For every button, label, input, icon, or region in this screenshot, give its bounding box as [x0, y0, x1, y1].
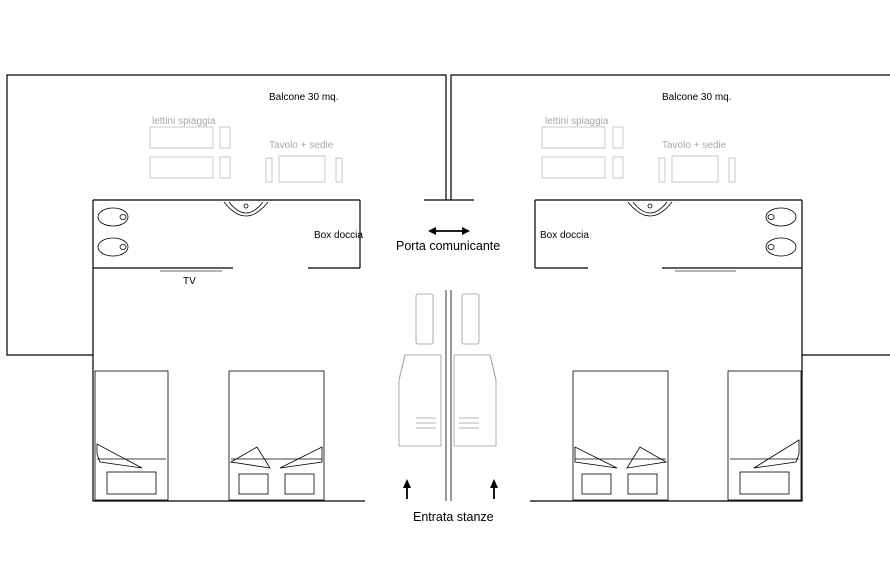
- left-balcony-outline: [6, 74, 447, 356]
- left-double-bed: [228, 370, 325, 501]
- right-table-label: Tavolo + sedie: [662, 140, 727, 151]
- connecting-door-label: Porta comunicante: [396, 239, 500, 253]
- right-room-outer-wall: [530, 200, 803, 502]
- room-entrance-label: Entrata stanze: [413, 510, 494, 524]
- right-table-chairs: Tavolo + sedie: [658, 140, 736, 183]
- right-bidet: [765, 207, 797, 227]
- connecting-door-arrow: [428, 227, 470, 235]
- right-balcony-outline: [450, 74, 890, 200]
- right-sink: [627, 201, 673, 217]
- left-table-label: Tavolo + sedie: [269, 140, 334, 151]
- left-balcony-label: Balcone 30 mq.: [269, 92, 339, 103]
- right-double-bed: [572, 370, 669, 501]
- entrance-arrow-left: [403, 479, 411, 499]
- left-wardrobe: [398, 293, 442, 447]
- right-single-bed: [727, 370, 802, 501]
- left-toilet: [97, 237, 129, 257]
- left-bidet: [97, 207, 129, 227]
- left-unit: Balcone 30 mq. lettini spiaggia Tavolo +…: [6, 74, 447, 502]
- left-room-outer-wall: [92, 200, 365, 502]
- right-toilet: [765, 237, 797, 257]
- right-shower-label: Box doccia: [540, 230, 589, 241]
- left-sink: [223, 201, 269, 217]
- left-sunbeds-label: lettini spiaggia: [152, 116, 216, 127]
- right-wardrobe: [453, 293, 497, 447]
- right-balcony-label: Balcone 30 mq.: [662, 92, 732, 103]
- right-sunbeds: lettini spiaggia: [541, 116, 624, 179]
- left-tv-label: TV: [183, 276, 196, 287]
- left-single-bed: [94, 370, 169, 501]
- left-table-chairs: Tavolo + sedie: [265, 140, 343, 183]
- left-shower-label: Box doccia: [314, 230, 363, 241]
- entrance-arrow-right: [490, 479, 498, 499]
- right-sunbeds-label: lettini spiaggia: [545, 116, 609, 127]
- left-sunbeds: lettini spiaggia: [149, 116, 231, 179]
- corridor: Porta comunicante: [396, 75, 500, 524]
- right-unit: Balcone 30 mq. lettini spiaggia Tavolo +…: [450, 74, 890, 502]
